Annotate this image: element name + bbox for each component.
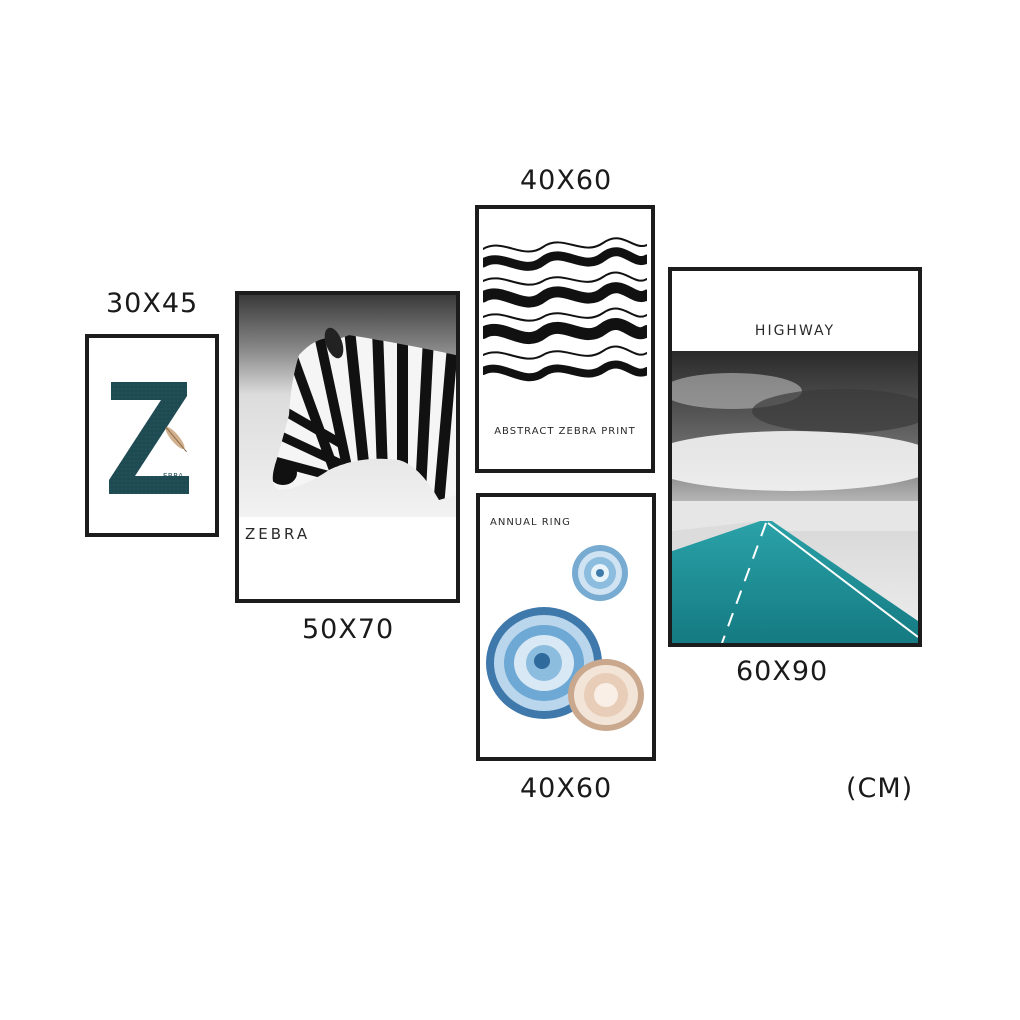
size-label-highway: 60X90	[736, 656, 829, 687]
agate-rings-graphic	[486, 545, 644, 731]
frame-annual-ring: ANNUAL RING	[476, 493, 656, 761]
annual-ring-caption: ANNUAL RING	[490, 517, 571, 528]
size-label-zebra-photo: 50X70	[302, 614, 395, 645]
size-label-annual-ring: 40X60	[520, 773, 613, 804]
letter-z-art	[105, 376, 195, 506]
highway-photo-graphic	[672, 351, 918, 643]
frame-zebra-letter: EBRA	[85, 334, 219, 537]
highway-photo	[672, 351, 918, 643]
size-label-abstract-zebra: 40X60	[520, 165, 613, 196]
frame-abstract-zebra: ABSTRACT ZEBRA PRINT	[475, 205, 655, 473]
abstract-zebra-caption: ABSTRACT ZEBRA PRINT	[494, 426, 636, 437]
annual-ring-art	[480, 537, 652, 757]
frame-highway: HIGHWAY	[668, 267, 922, 647]
abstract-waves-graphic	[483, 237, 647, 382]
abstract-zebra-waves	[483, 237, 647, 397]
letter-z-graphic	[109, 382, 189, 494]
frame-zebra-photo: ZEBRA	[235, 291, 460, 603]
letter-z-small-text: EBRA	[163, 472, 184, 480]
zebra-photo-image	[239, 295, 456, 517]
highway-caption: HIGHWAY	[754, 323, 836, 339]
unit-label: (CM)	[846, 773, 914, 804]
size-label-zebra-letter: 30X45	[106, 288, 199, 319]
zebra-photo-graphic	[239, 295, 456, 517]
zebra-photo-caption: ZEBRA	[245, 525, 311, 543]
